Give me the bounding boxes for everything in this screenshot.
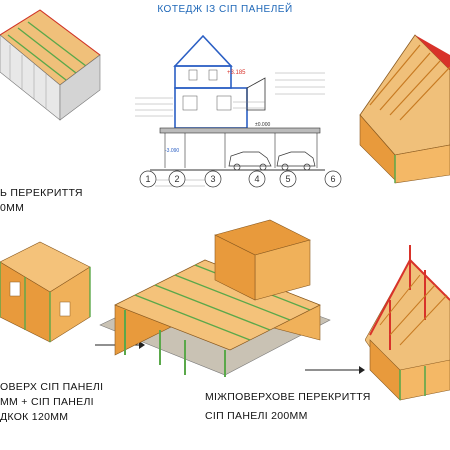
axis-2: 2 <box>174 174 179 184</box>
axis-3: 3 <box>210 174 215 184</box>
roof-framing-illustration <box>359 34 450 184</box>
page-title: КОТЕДЖ ІЗ СІП ПАНЕЛЕЙ <box>157 4 293 15</box>
caption-line: ОВЕРХ СІП ПАНЕЛІ <box>0 381 104 393</box>
caption-line: МІЖПОВЕРХОВЕ ПЕРЕКРИТТЯ <box>205 391 371 403</box>
section-axes: 1 2 3 4 5 6 <box>139 170 342 188</box>
caption-interfloor-slab: МІЖПОВЕРХОВЕ ПЕРЕКРИТТЯ СІП ПАНЕЛІ 200ММ <box>205 390 371 424</box>
roof-slab-illustration <box>0 9 101 121</box>
caption-line: ДКОК 120ММ <box>0 411 69 423</box>
wall-panels-illustration <box>0 241 91 343</box>
axis-5: 5 <box>285 174 290 184</box>
section-drawing: +3.185 ±0.000 -3.090 <box>135 34 325 187</box>
roof-beams-illustration <box>365 245 450 401</box>
axis-6: 6 <box>330 174 335 184</box>
caption-line: Ь ПЕРЕКРИТТЯ <box>0 187 83 199</box>
level-lower: -3.090 <box>165 148 179 154</box>
level-upper: +3.185 <box>227 70 246 76</box>
caption-wall-panels: ОВЕРХ СІП ПАНЕЛІ ММ + СІП ПАНЕЛІ ДКОК 12… <box>0 380 103 425</box>
caption-line: СІП ПАНЕЛІ 200ММ <box>205 410 308 422</box>
axis-4: 4 <box>254 174 259 184</box>
caption-line: ММ + СІП ПАНЕЛІ <box>0 396 94 408</box>
caption-line: 0ММ <box>0 202 25 214</box>
caption-roof-slab: Ь ПЕРЕКРИТТЯ 0ММ <box>0 186 83 216</box>
level-zero: ±0.000 <box>255 122 270 128</box>
axis-1: 1 <box>145 174 150 184</box>
arrow-right-icon <box>305 366 365 374</box>
floor-slab-illustration <box>99 219 331 377</box>
